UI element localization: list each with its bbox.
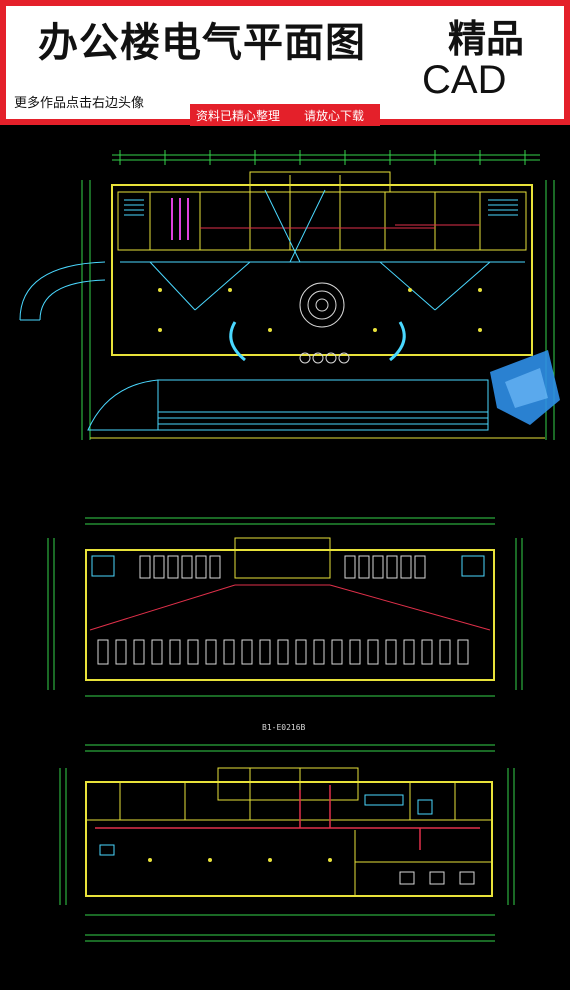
floor-plan-3 <box>59 744 515 942</box>
stamp-logo <box>490 350 560 425</box>
plan-label: B1-E0216B <box>262 723 306 732</box>
note-badge <box>190 104 380 126</box>
more-works-link[interactable]: 更多作品点击右边头像 <box>14 96 145 111</box>
brand-line2: CAD <box>422 58 507 102</box>
cad-drawing: B1-E0216B <box>19 150 560 942</box>
page-title: 办公楼电气平面图 <box>38 20 366 66</box>
floor-plan-1 <box>19 150 555 440</box>
floor-plan-2 <box>47 517 523 697</box>
brand-line1: 精品 <box>448 17 525 61</box>
note-left: 资料已精心整理 <box>196 109 281 123</box>
note-right: 请放心下载 <box>304 109 365 123</box>
